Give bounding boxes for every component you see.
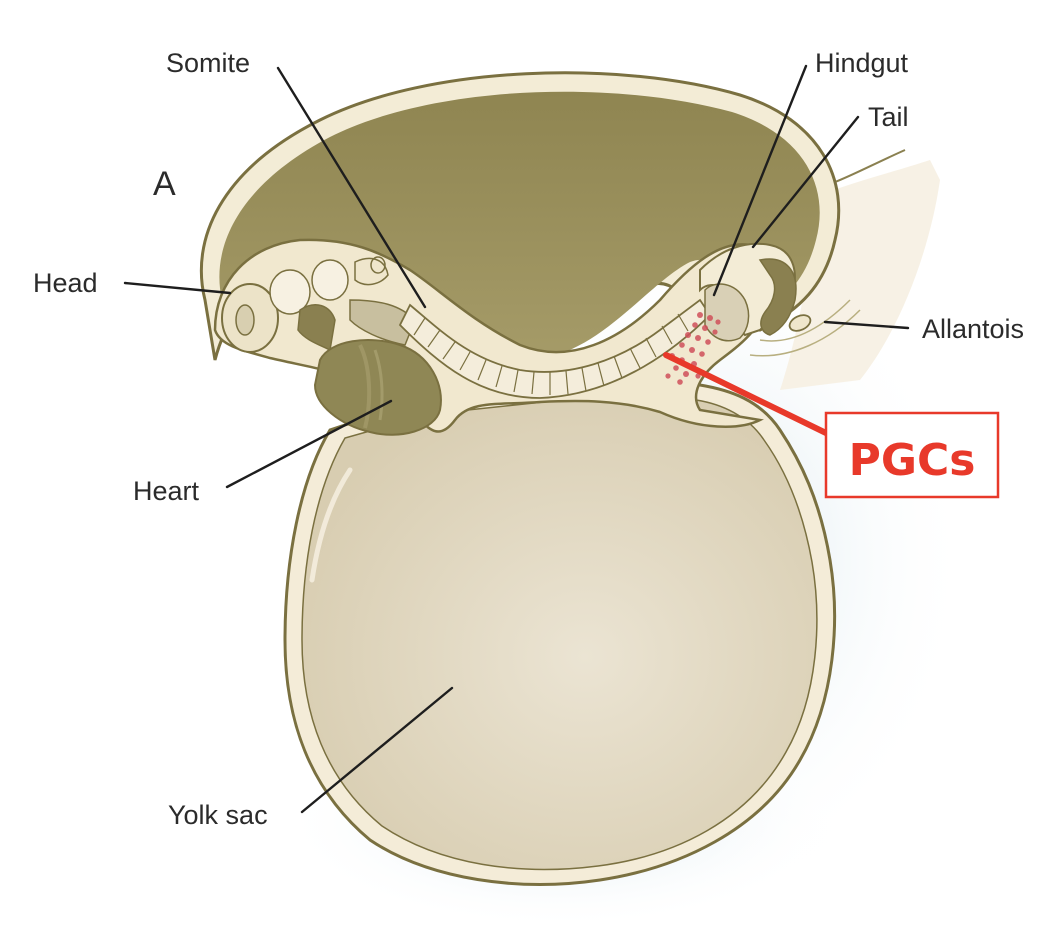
label-allantois: Allantois	[922, 314, 1024, 344]
head-leader	[123, 281, 232, 295]
hindgut-leader	[712, 64, 808, 297]
label-head: Head	[33, 268, 98, 298]
allantois-shape	[788, 314, 812, 332]
pgc-callout-label: PGCs	[849, 435, 976, 486]
label-somite: Somite	[166, 48, 250, 78]
label-heart: Heart	[133, 476, 200, 506]
yolk-sac	[283, 378, 837, 886]
heart-shape	[313, 339, 442, 436]
tail-region	[699, 242, 861, 357]
label-yolk-sac: Yolk sac	[168, 800, 268, 830]
panel-letter: A	[153, 165, 176, 203]
hindgut-shape	[704, 283, 750, 342]
pgc-callout-line	[663, 352, 829, 436]
somite-leader	[276, 66, 427, 309]
heart-leader	[225, 399, 393, 489]
embryo-head-region	[213, 238, 776, 436]
pgc-callout-box: PGCs	[824, 411, 1000, 499]
yolk-sac-leader	[300, 686, 454, 814]
allantois-leader	[823, 320, 910, 330]
label-hindgut: Hindgut	[815, 48, 909, 78]
tail-leader	[751, 115, 860, 249]
leader-lines	[123, 64, 910, 814]
label-tail: Tail	[868, 102, 909, 132]
